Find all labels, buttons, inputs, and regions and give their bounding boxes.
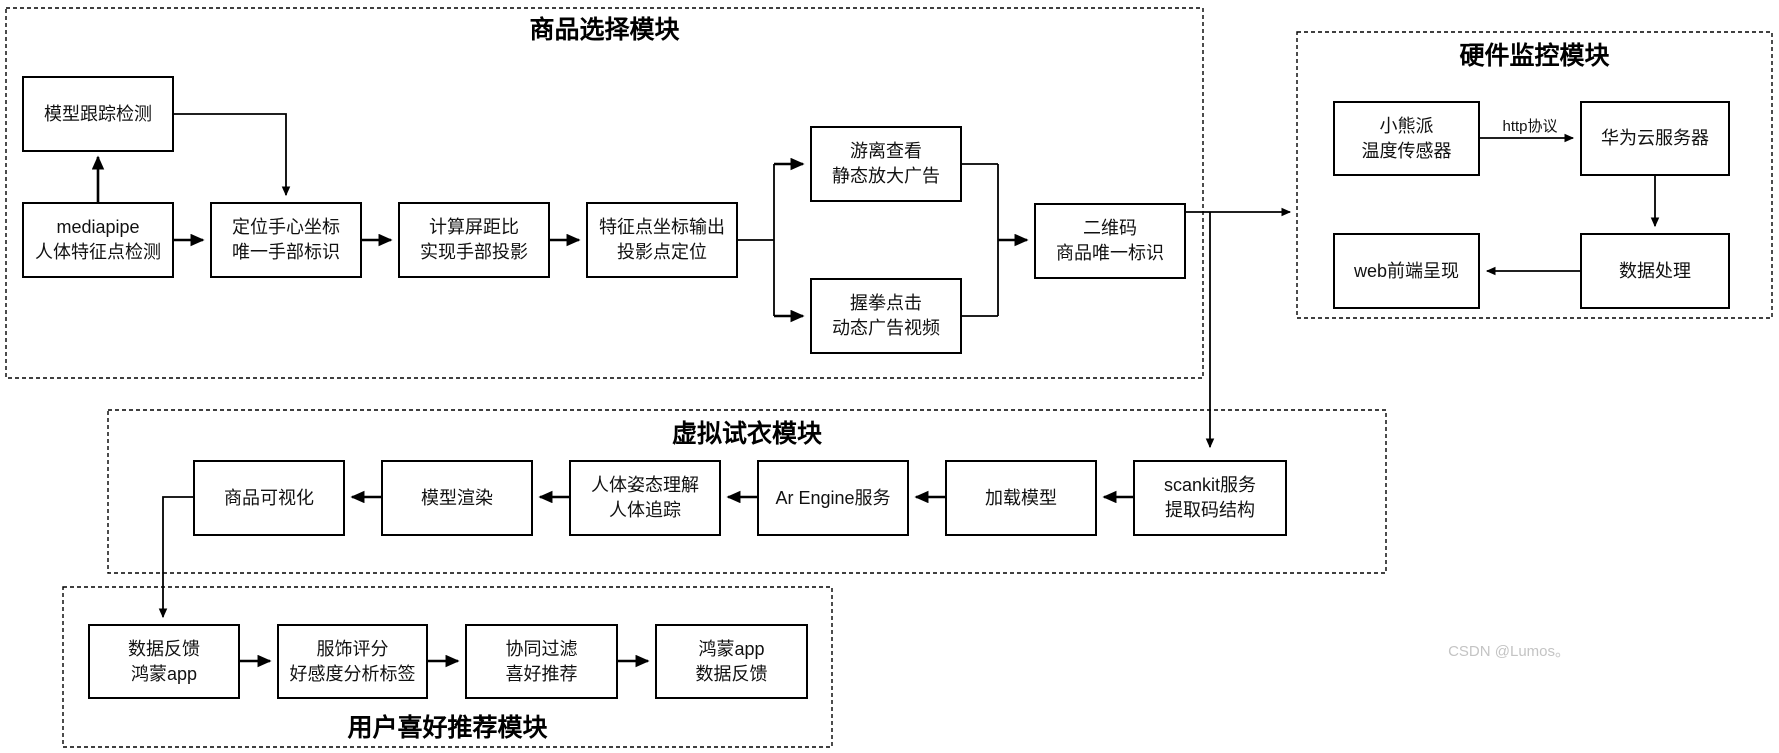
node-bearpi-sensor: 小熊派 温度传感器 (1333, 101, 1480, 176)
node-fist-click: 握拳点击 动态广告视频 (810, 278, 962, 354)
module-virtual-fitting-border (107, 409, 1387, 574)
node-model-rendering: 模型渲染 (381, 460, 533, 536)
module-title-product-selection: 商品选择模块 (529, 16, 680, 44)
node-harmony-app-feedback: 鸿蒙app 数据反馈 (655, 624, 808, 699)
node-hover-view: 游离查看 静态放大广告 (810, 126, 962, 202)
module-hardware-monitor-border (1296, 31, 1773, 319)
label-http-protocol: http协议 (1502, 118, 1558, 135)
node-product-visualization: 商品可视化 (193, 460, 345, 536)
node-scankit: scankit服务 提取码结构 (1133, 460, 1287, 536)
node-pose-understanding: 人体姿态理解 人体追踪 (569, 460, 721, 536)
node-qrcode: 二维码 商品唯一标识 (1034, 203, 1186, 279)
node-load-model: 加载模型 (945, 460, 1097, 536)
node-screen-ratio: 计算屏距比 实现手部投影 (398, 202, 550, 278)
node-model-tracking: 模型跟踪检测 (22, 76, 174, 152)
module-title-user-preference: 用户喜好推荐模块 (347, 714, 548, 742)
module-product-selection-border (5, 7, 1204, 379)
node-feature-output: 特征点坐标输出 投影点定位 (586, 202, 738, 278)
node-ar-engine: Ar Engine服务 (757, 460, 909, 536)
csdn-watermark: CSDN @Lumos。 (1448, 643, 1570, 660)
module-title-hardware-monitor: 硬件监控模块 (1459, 42, 1610, 70)
arrow-model-tracking-to-locate-palm (174, 113, 291, 197)
node-data-processing: 数据处理 (1580, 233, 1730, 309)
module-title-virtual-fitting: 虚拟试衣模块 (671, 420, 822, 448)
arrow-product-visualization-to-data-feedback (158, 496, 193, 619)
node-collaborative-filter: 协同过滤 喜好推荐 (465, 624, 618, 699)
node-web-frontend: web前端呈现 (1333, 233, 1480, 309)
node-mediapipe-detection: mediapipe 人体特征点检测 (22, 202, 174, 278)
node-locate-palm: 定位手心坐标 唯一手部标识 (210, 202, 362, 278)
node-huawei-cloud: 华为云服务器 (1580, 101, 1730, 176)
node-clothing-rating: 服饰评分 好感度分析标签 (277, 624, 428, 699)
node-data-feedback-app: 数据反馈 鸿蒙app (88, 624, 240, 699)
module-user-preference-border (62, 586, 833, 748)
